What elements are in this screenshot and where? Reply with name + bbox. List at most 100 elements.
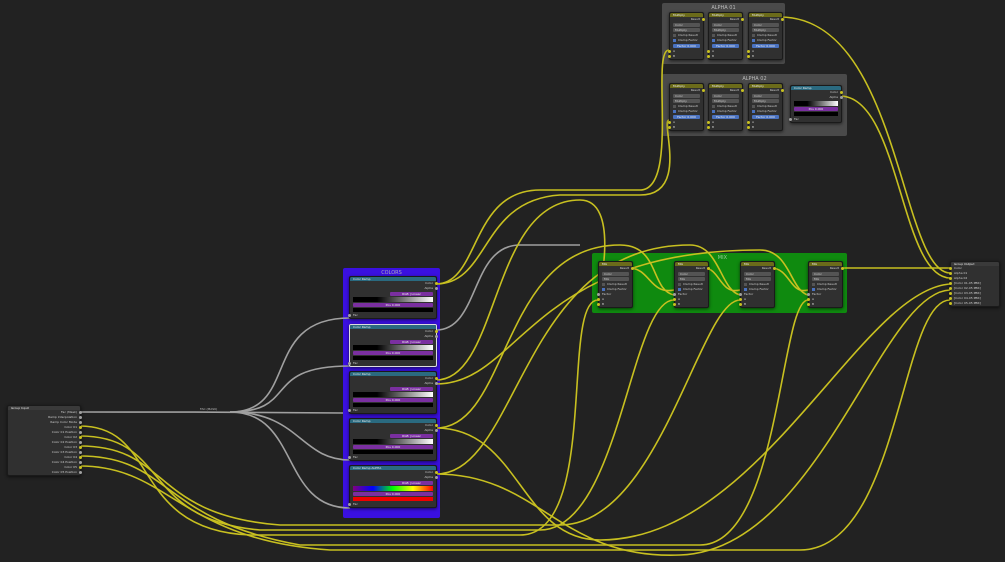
socket-in[interactable] [707, 121, 710, 124]
socket-in[interactable] [597, 298, 600, 301]
checkbox-icon[interactable] [678, 287, 681, 291]
color-mode-dropdown[interactable]: RGB | Linear [390, 387, 433, 391]
socket-out[interactable] [79, 426, 82, 429]
socket-in[interactable] [747, 50, 750, 53]
blend-dropdown[interactable]: Multiply [673, 28, 700, 32]
socket-out[interactable] [435, 335, 438, 338]
socket-out[interactable] [773, 267, 776, 270]
color-mode-dropdown[interactable]: RGB | Linear [390, 340, 433, 344]
socket-out[interactable] [79, 456, 82, 459]
blend-dropdown[interactable]: Multiply [673, 99, 700, 103]
node-header[interactable]: Multiply [670, 84, 703, 88]
socket-out[interactable] [79, 466, 82, 469]
socket-out[interactable] [79, 411, 82, 414]
socket-in[interactable] [949, 287, 952, 290]
clamp_factor-checkbox[interactable]: Clamp Factor [749, 38, 782, 43]
blend-dropdown[interactable]: Multiply [752, 28, 779, 32]
checkbox-icon[interactable] [744, 287, 747, 291]
position-field[interactable]: Pos 0.000 [353, 445, 433, 449]
socket-out[interactable] [435, 330, 438, 333]
checkbox-icon[interactable] [673, 33, 676, 37]
checkbox-icon[interactable] [752, 38, 755, 42]
blend-dropdown[interactable]: Mix [602, 277, 629, 281]
socket-in[interactable] [597, 303, 600, 306]
node-header[interactable]: Multiply [749, 13, 782, 17]
checkbox-icon[interactable] [712, 38, 715, 42]
socket-in[interactable] [668, 121, 671, 124]
checkbox-icon[interactable] [752, 109, 755, 113]
factor-field[interactable]: Factor 0.000 [712, 115, 739, 119]
color-swatch[interactable] [353, 497, 433, 501]
socket-in[interactable] [949, 292, 952, 295]
socket-out[interactable] [79, 421, 82, 424]
socket-out[interactable] [702, 89, 705, 92]
clamp_factor-checkbox[interactable]: Clamp Factor [670, 38, 703, 43]
color-swatch[interactable] [794, 112, 838, 116]
checkbox-icon[interactable] [712, 109, 715, 113]
socket-in[interactable] [789, 118, 792, 121]
socket-in[interactable] [348, 314, 351, 317]
socket-out[interactable] [79, 436, 82, 439]
clamp_result-checkbox[interactable]: Clamp Result [709, 33, 742, 38]
blend-dropdown[interactable]: Multiply [752, 99, 779, 103]
socket-out[interactable] [435, 476, 438, 479]
socket-out[interactable] [435, 287, 438, 290]
node-header[interactable]: Multiply [670, 13, 703, 17]
checkbox-icon[interactable] [712, 104, 715, 108]
position-field[interactable]: Pos 0.000 [353, 398, 433, 402]
factor-field[interactable]: Factor 0.000 [752, 115, 779, 119]
checkbox-icon[interactable] [812, 287, 815, 291]
color-ramp-gradient[interactable] [353, 345, 433, 350]
type-dropdown[interactable]: Color [744, 272, 771, 276]
type-dropdown[interactable]: Color [812, 272, 839, 276]
socket-out[interactable] [435, 382, 438, 385]
socket-out[interactable] [435, 377, 438, 380]
socket-out[interactable] [741, 89, 744, 92]
socket-out[interactable] [79, 471, 82, 474]
socket-out[interactable] [631, 267, 634, 270]
clamp_result-checkbox[interactable]: Clamp Result [749, 33, 782, 38]
checkbox-icon[interactable] [673, 109, 676, 113]
blend-dropdown[interactable]: Mix [678, 277, 705, 281]
color-ramp-gradient[interactable] [794, 101, 838, 106]
socket-in[interactable] [348, 456, 351, 459]
socket-in[interactable] [739, 293, 742, 296]
color-swatch[interactable] [353, 356, 433, 360]
clamp_result-checkbox[interactable]: Clamp Result [670, 33, 703, 38]
socket-in[interactable] [747, 55, 750, 58]
color-mode-dropdown[interactable]: RGB | Linear [390, 434, 433, 438]
socket-out[interactable] [840, 96, 843, 99]
checkbox-icon[interactable] [602, 287, 605, 291]
color-swatch[interactable] [353, 403, 433, 407]
socket-in[interactable] [949, 272, 952, 275]
node-header[interactable]: Multiply [709, 13, 742, 17]
checkbox-icon[interactable] [678, 282, 681, 286]
socket-in[interactable] [739, 298, 742, 301]
node-header[interactable]: Color Ramp [350, 277, 436, 281]
factor-field[interactable]: Factor 0.000 [752, 44, 779, 48]
color-ramp-gradient[interactable] [353, 439, 433, 444]
color-mode-dropdown[interactable]: RGB | Linear [390, 481, 433, 485]
socket-in[interactable] [597, 293, 600, 296]
checkbox-icon[interactable] [752, 33, 755, 37]
checkbox-icon[interactable] [712, 33, 715, 37]
checkbox-icon[interactable] [602, 282, 605, 286]
socket-in[interactable] [707, 126, 710, 129]
socket-in[interactable] [348, 409, 351, 412]
clamp_result-checkbox[interactable]: Clamp Result [670, 104, 703, 109]
